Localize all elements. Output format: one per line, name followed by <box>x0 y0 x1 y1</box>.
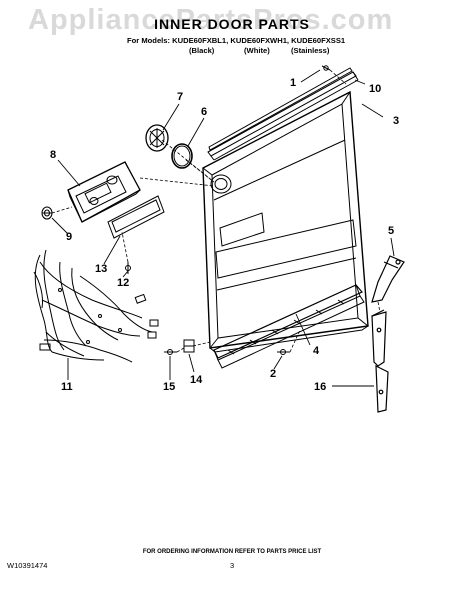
door-link <box>371 309 389 413</box>
callout-2: 2 <box>270 368 276 380</box>
vent-disc <box>145 124 169 152</box>
callout-11: 11 <box>61 381 73 393</box>
page-number: 3 <box>230 561 235 570</box>
watermark: AppliancePartsPros.com <box>28 4 394 36</box>
inner-door-panel <box>202 90 369 353</box>
callout-4: 4 <box>313 345 320 357</box>
callout-7: 7 <box>177 91 183 103</box>
lower-vent-strip <box>213 284 365 369</box>
screw-15 <box>164 349 177 355</box>
door-top-trim <box>207 67 359 161</box>
callout-12: 12 <box>117 277 129 289</box>
hinge-arm <box>371 255 405 303</box>
variant-white: (White) <box>244 46 270 55</box>
ordering-note: FOR ORDERING INFORMATION REFER TO PARTS … <box>142 549 322 555</box>
callout-8: 8 <box>50 149 56 161</box>
variant-stainless: (Stainless) <box>291 46 330 55</box>
dispenser-gasket <box>107 195 165 239</box>
models-line: For Models: KUDE60FXBL1, KUDE60FXWH1, KU… <box>127 36 346 45</box>
callout-6: 6 <box>201 106 207 118</box>
screw-2 <box>277 349 290 355</box>
callout-3: 3 <box>393 115 399 127</box>
callout-9: 9 <box>66 231 72 243</box>
assembly-lines <box>51 69 381 353</box>
screw-12 <box>125 262 131 274</box>
switch-clip <box>183 339 195 353</box>
callout-16: 16 <box>314 381 326 393</box>
callout-5: 5 <box>388 225 394 237</box>
callout-14: 14 <box>190 374 203 386</box>
screw-1 <box>321 65 331 71</box>
callout-15: 15 <box>163 381 175 393</box>
variant-black: (Black) <box>189 46 215 55</box>
dispenser-knob <box>41 206 53 220</box>
wire-harness <box>33 249 159 363</box>
leader-lines <box>51 69 395 387</box>
document-number: W10391474 <box>7 561 48 570</box>
diagram-title: INNER DOOR PARTS <box>154 16 310 32</box>
callout-1: 1 <box>290 77 296 89</box>
detergent-dispenser <box>67 161 141 223</box>
gasket-ring <box>171 143 193 169</box>
callout-13: 13 <box>95 263 107 275</box>
callout-10: 10 <box>369 83 381 95</box>
